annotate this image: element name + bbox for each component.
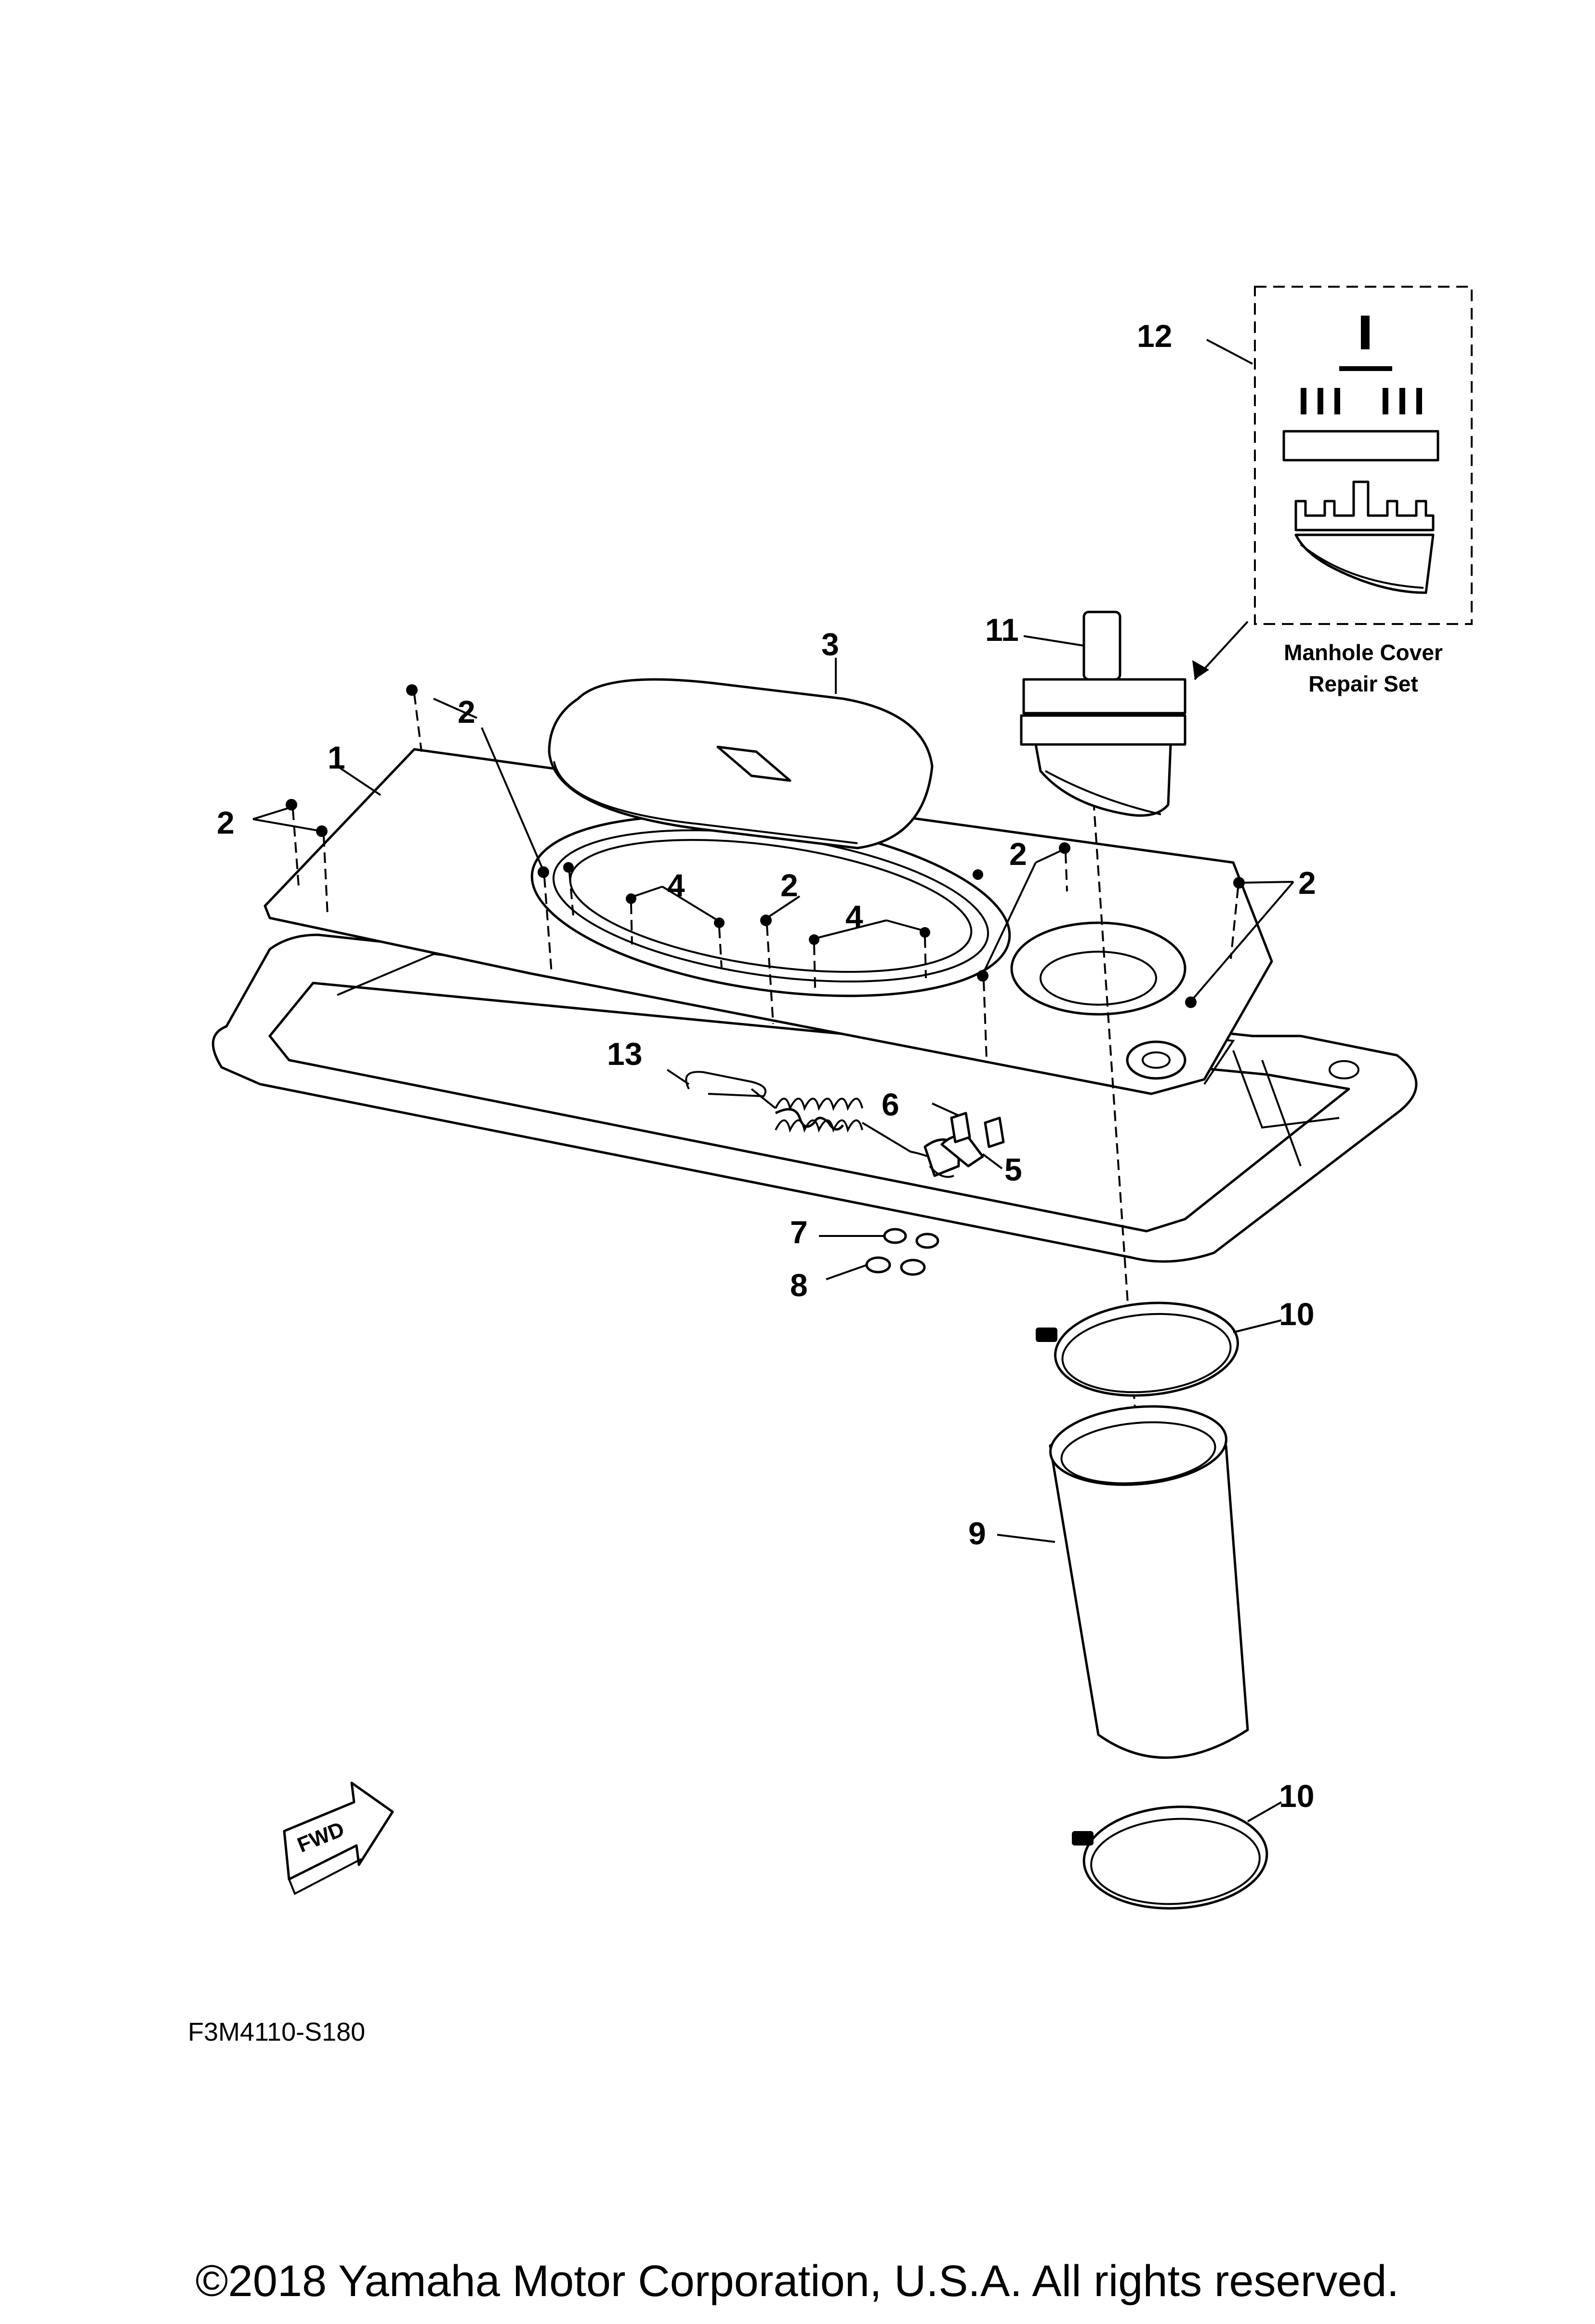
callout-10: 10: [1279, 1778, 1314, 1814]
washers-nuts: [865, 1228, 939, 1276]
clamp-lower: [1072, 1806, 1268, 1910]
hose-clamps: [1036, 1301, 1268, 1910]
callout-9: 9: [968, 1515, 986, 1551]
callout-2: 2: [217, 805, 235, 840]
callout-7: 7: [790, 1214, 808, 1250]
callout-13: 13: [607, 1036, 642, 1072]
screw: [809, 934, 819, 988]
callout-6: 6: [882, 1087, 899, 1122]
callout-4: 4: [845, 899, 863, 934]
callout-1: 1: [328, 740, 345, 775]
spring: [775, 1098, 863, 1133]
repair-set-subtitle: Repair Set: [1308, 671, 1418, 696]
strap-assembly: [685, 1071, 1005, 1178]
repair-set-box: [1254, 286, 1473, 625]
screw: [977, 970, 989, 1061]
callout-10: 10: [1279, 1296, 1314, 1332]
fwd-arrow-icon: FWD: [283, 1781, 394, 1895]
ring-screws: [563, 862, 983, 988]
callout-4: 4: [667, 867, 685, 903]
clamp-upper: [1036, 1301, 1239, 1397]
callout-12: 12: [1137, 318, 1172, 354]
copyright-notice: ©2018 Yamaha Motor Corporation, U.S.A. A…: [196, 2257, 1399, 2306]
callout-2: 2: [458, 694, 475, 730]
screw: [406, 684, 422, 752]
callout-8: 8: [790, 1267, 808, 1303]
callout-2: 2: [1009, 836, 1027, 872]
screw: [1185, 996, 1197, 1008]
repair-set-title: Manhole Cover: [1284, 640, 1443, 665]
callout-3: 3: [821, 626, 839, 662]
manhole-cover: [548, 678, 934, 850]
hose: [1049, 1405, 1249, 1759]
figure-code: F3M4110-S180: [188, 2018, 365, 2046]
callout-2: 2: [1298, 865, 1316, 901]
callout-2: 2: [780, 867, 798, 903]
callout-labels: 1 2 2 2 2 2 3 4 4 5 6 7 8 9 10 10 11 12 …: [217, 318, 1316, 1814]
screw: [538, 866, 553, 974]
leader-lines: [252, 339, 1294, 1822]
screw: [973, 869, 983, 880]
screw: [563, 862, 574, 916]
callout-5: 5: [1004, 1152, 1022, 1187]
cover-insert: [1020, 611, 1186, 817]
callout-11: 11: [985, 612, 1019, 648]
